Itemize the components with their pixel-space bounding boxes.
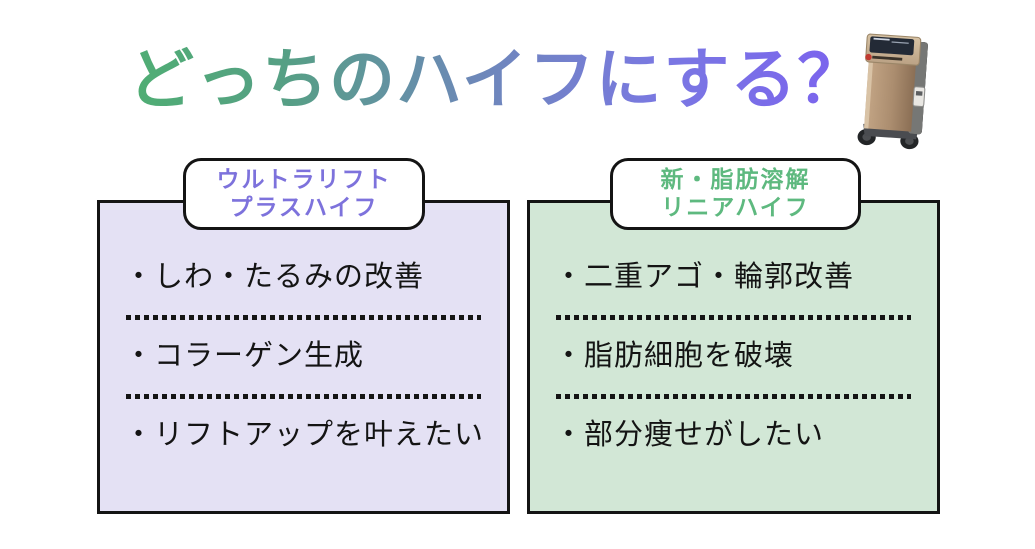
badge-line: リニアハイフ xyxy=(661,195,810,221)
dotted-divider xyxy=(556,315,911,320)
header-badge-linear-hifu: 新・脂肪溶解 リニアハイフ xyxy=(610,158,861,230)
dotted-divider xyxy=(126,394,481,399)
list-item: ・しわ・たるみの改善 xyxy=(124,259,425,293)
list-item: ・リフトアップを叶えたい xyxy=(124,417,485,451)
panel-linear-hifu: ・二重アゴ・輪郭改善 ・脂肪細胞を破壊 ・部分痩せがしたい xyxy=(527,200,940,514)
page-title: どっちのハイフにする？ xyxy=(128,30,863,130)
hifu-machine-icon xyxy=(857,33,928,150)
dotted-divider xyxy=(126,315,481,320)
badge-line: プラスハイフ xyxy=(229,195,379,221)
list-item: ・脂肪細胞を破壊 xyxy=(554,338,795,372)
dotted-divider xyxy=(556,394,911,399)
linear-hifu-list: ・二重アゴ・輪郭改善 ・脂肪細胞を破壊 ・部分痩せがしたい xyxy=(530,203,937,455)
ultra-lift-list: ・しわ・たるみの改善 ・コラーゲン生成 ・リフトアップを叶えたい xyxy=(100,203,507,455)
list-item: ・部分痩せがしたい xyxy=(554,417,825,451)
panel-ultra-lift-plus-hifu: ・しわ・たるみの改善 ・コラーゲン生成 ・リフトアップを叶えたい xyxy=(97,200,510,514)
badge-line: ウルトラリフト xyxy=(216,167,392,193)
badge-line: 新・脂肪溶解 xyxy=(660,167,811,193)
list-item: ・二重アゴ・輪郭改善 xyxy=(554,259,855,293)
header-badge-ultra-lift-plus-hifu: ウルトラリフト プラスハイフ xyxy=(183,158,425,230)
list-item: ・コラーゲン生成 xyxy=(124,338,365,372)
